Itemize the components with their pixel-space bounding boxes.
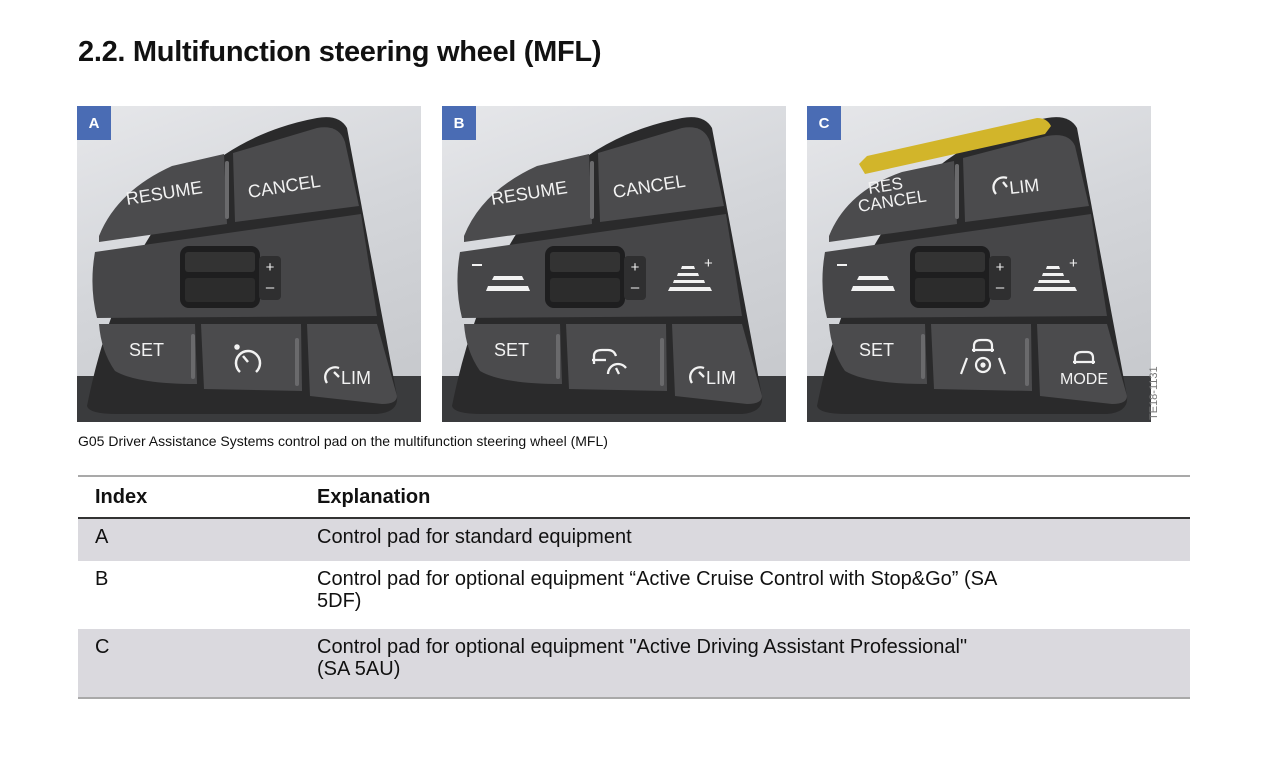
table-header-row: Index Explanation bbox=[78, 476, 1190, 518]
row-index: B bbox=[95, 568, 109, 590]
resume-button[interactable] bbox=[99, 154, 227, 242]
distance-decrease-icon bbox=[837, 264, 895, 291]
row-index: A bbox=[95, 526, 109, 548]
set-label: SET bbox=[859, 340, 894, 360]
figure-caption: G05 Driver Assistance Systems control pa… bbox=[78, 433, 608, 449]
speed-limiter-button[interactable] bbox=[672, 324, 762, 404]
speed-limiter-icon bbox=[324, 366, 340, 384]
speed-rocker[interactable] bbox=[545, 246, 646, 308]
vehicle-mode-icon bbox=[1073, 350, 1095, 364]
page-title: 2.2. Multifunction steering wheel (MFL) bbox=[78, 36, 602, 68]
speed-limiter-button[interactable] bbox=[307, 324, 397, 404]
distance-plus: + bbox=[704, 255, 713, 272]
distance-increase-icon bbox=[668, 266, 712, 291]
speed-limiter-icon bbox=[992, 176, 1008, 195]
res-cancel-button[interactable] bbox=[829, 161, 957, 242]
index-table: Index Explanation A Control pad for stan… bbox=[78, 475, 1190, 699]
steering-lane-assist-icon bbox=[959, 338, 1007, 375]
speed-limiter-icon bbox=[689, 366, 705, 384]
figure-label-c: C bbox=[807, 106, 841, 140]
cancel-button[interactable] bbox=[598, 127, 724, 222]
mode-label: MODE bbox=[1060, 371, 1108, 388]
set-label: SET bbox=[129, 340, 164, 360]
rocker-minus: – bbox=[631, 279, 640, 296]
control-pad-figure-b: B – + – + RESUM bbox=[442, 106, 786, 422]
lim-label: LIM bbox=[706, 368, 736, 388]
lim-label: LIM bbox=[341, 368, 371, 388]
row-index: C bbox=[95, 636, 110, 658]
header-index: Index bbox=[95, 485, 148, 508]
set-button[interactable] bbox=[99, 324, 197, 384]
distance-increase-icon bbox=[1033, 266, 1077, 291]
rocker-plus: + bbox=[996, 259, 1005, 276]
mode-button[interactable] bbox=[1037, 324, 1127, 404]
table-row: C Control pad for optional equipment "Ac… bbox=[78, 629, 1190, 698]
cancel-button[interactable] bbox=[233, 127, 359, 222]
row-explanation: Control pad for standard equipment bbox=[317, 526, 632, 548]
speed-rocker[interactable] bbox=[180, 246, 281, 308]
cruise-control-button[interactable] bbox=[201, 324, 302, 391]
table-row: B Control pad for optional equipment “Ac… bbox=[78, 561, 1190, 629]
cruise-control-speedometer-icon bbox=[234, 344, 262, 373]
set-button[interactable] bbox=[829, 324, 927, 384]
table-row: A Control pad for standard equipment bbox=[78, 518, 1190, 561]
rocker-minus: – bbox=[996, 279, 1005, 296]
figure-label-b: B bbox=[442, 106, 476, 140]
control-pad-figure-c: C – + – + bbox=[807, 106, 1151, 422]
distance-plus: + bbox=[1069, 255, 1078, 272]
active-cruise-distance-icon bbox=[592, 348, 627, 375]
row-explanation: Control pad for optional equipment "Acti… bbox=[317, 636, 968, 680]
distance-decrease-icon bbox=[472, 264, 530, 291]
header-explanation: Explanation bbox=[317, 485, 431, 508]
rocker-plus: + bbox=[266, 259, 275, 276]
rocker-minus: – bbox=[266, 279, 275, 296]
row-explanation: Control pad for optional equipment “Acti… bbox=[317, 568, 997, 612]
active-cruise-button[interactable] bbox=[566, 324, 667, 391]
control-pad-figure-a: A + – RESUME CANCEL SET bbox=[77, 106, 421, 422]
speed-rocker[interactable] bbox=[910, 246, 1011, 308]
figure-label-a: A bbox=[77, 106, 111, 140]
rocker-plus: + bbox=[631, 259, 640, 276]
set-button[interactable] bbox=[464, 324, 562, 384]
figure-code: TE18-1131 bbox=[1148, 366, 1160, 420]
resume-button[interactable] bbox=[464, 154, 592, 242]
speed-limiter-button[interactable] bbox=[963, 135, 1089, 222]
accent-strip bbox=[859, 118, 1051, 174]
set-label: SET bbox=[494, 340, 529, 360]
lim-label: LIM bbox=[1008, 175, 1040, 198]
